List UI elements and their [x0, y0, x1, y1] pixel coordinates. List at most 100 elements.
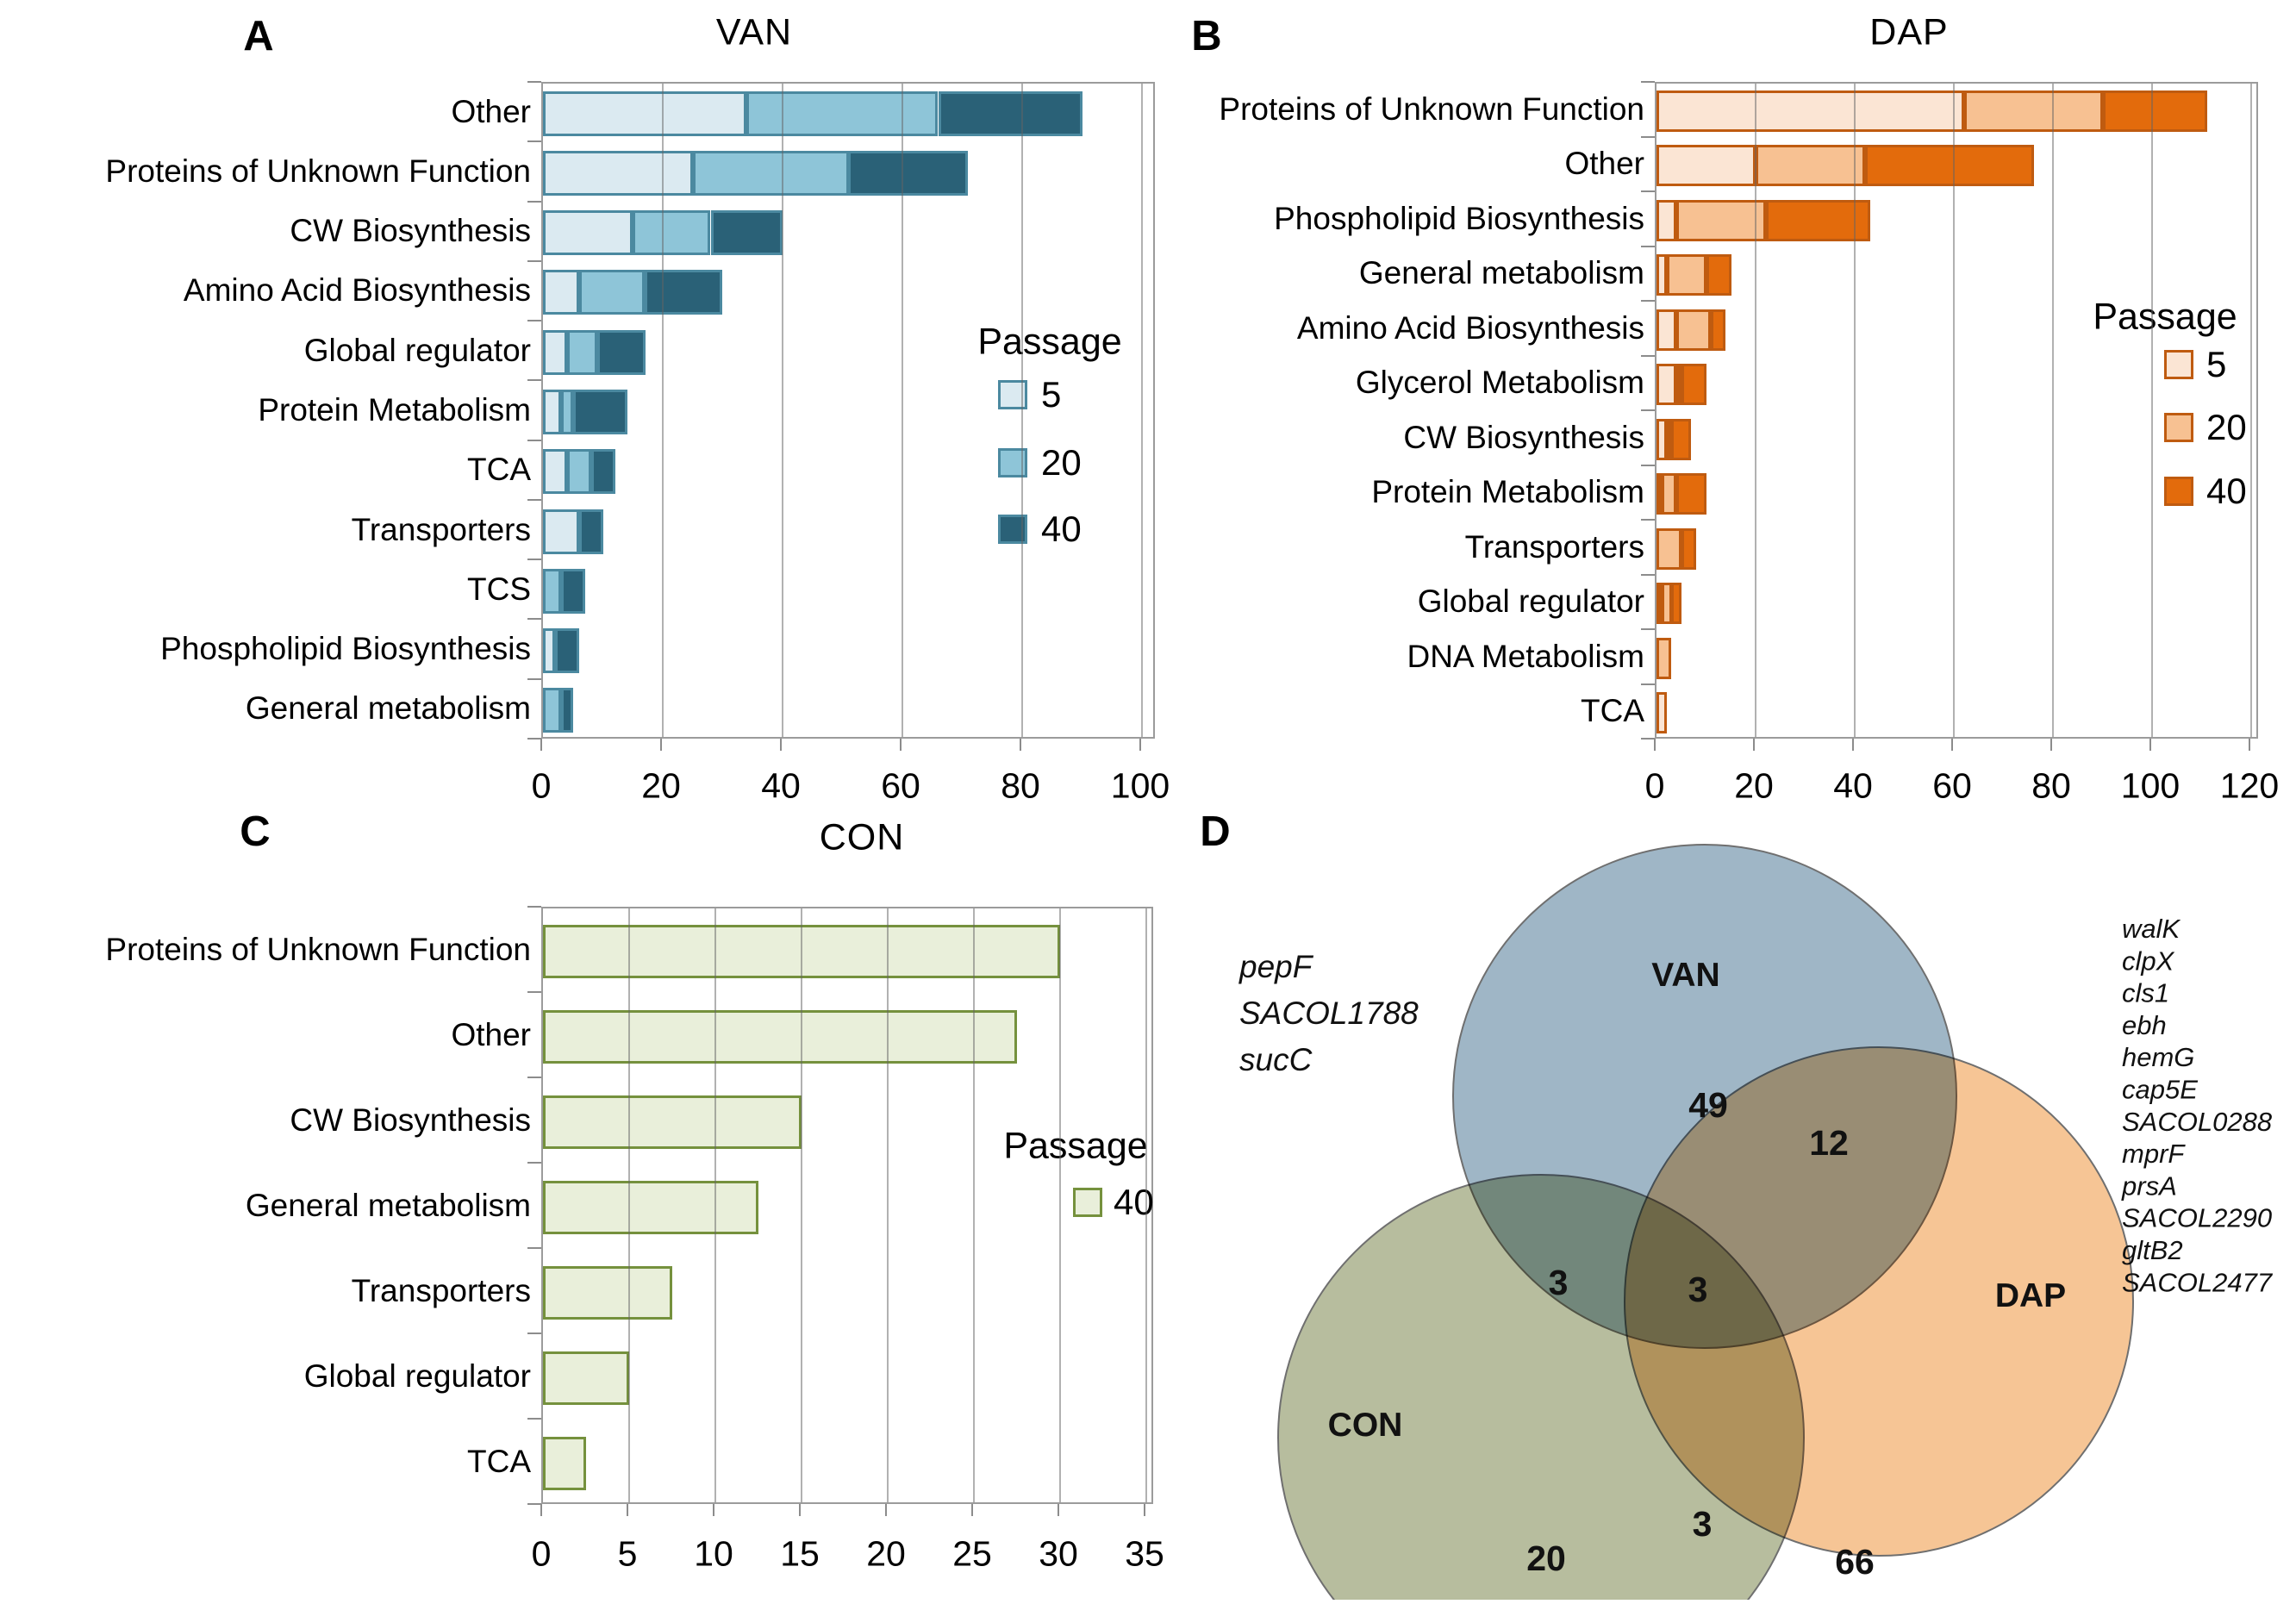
- b-gridline: [2250, 84, 2252, 737]
- dap-chart-title: DAP: [1869, 11, 1949, 53]
- b-y-axis-tick: [1641, 190, 1655, 192]
- venn-count-con-only: 20: [1526, 1538, 1566, 1578]
- van-chart-title: VAN: [715, 11, 793, 53]
- venn-right-gene: ebh: [2122, 1010, 2167, 1040]
- b-x-axis-tick: [2249, 739, 2250, 751]
- c-y-axis-tick: [527, 1503, 541, 1505]
- a-bar-segment-p20: [543, 688, 561, 733]
- c-gridline: [1059, 908, 1061, 1502]
- c-x-tick-label: 35: [1125, 1533, 1164, 1574]
- venn-left-gene: pepF: [1238, 949, 1314, 984]
- b-legend-label-p40: 40: [2206, 471, 2247, 511]
- b-x-axis-tick: [1654, 739, 1656, 751]
- a-y-axis-tick: [527, 201, 541, 203]
- a-x-axis-tick: [540, 739, 542, 751]
- a-category-label: Proteins of Unknown Function: [105, 153, 531, 189]
- b-gridline: [1953, 84, 1955, 737]
- c-bar-segment-p40: [543, 1351, 629, 1405]
- panel-label-c: C: [240, 808, 271, 855]
- b-y-axis-tick: [1641, 465, 1655, 466]
- c-bar-segment-p40: [543, 1437, 586, 1490]
- b-bar-segment-p20: [1667, 419, 1672, 460]
- b-category-label: Amino Acid Biosynthesis: [1296, 310, 1644, 346]
- c-legend-swatch-p40: [1073, 1188, 1102, 1217]
- b-y-axis-tick: [1641, 738, 1655, 740]
- b-category-label: Glycerol Metabolism: [1355, 365, 1644, 400]
- venn-count-con-dap: 3: [1693, 1504, 1713, 1544]
- b-x-tick-label: 100: [2120, 765, 2181, 806]
- b-bar-segment-p40: [1671, 419, 1691, 460]
- venn-left-gene: sucC: [1239, 1042, 1313, 1077]
- a-bar-segment-p40: [597, 330, 646, 375]
- c-gridline: [1145, 908, 1147, 1502]
- a-category-label: Global regulator: [303, 333, 531, 368]
- a-category-label: Other: [451, 94, 531, 129]
- c-x-axis-tick: [971, 1504, 973, 1516]
- c-x-tick-label: 20: [866, 1533, 906, 1574]
- a-x-tick-label: 20: [641, 765, 681, 806]
- a-y-axis-tick: [527, 738, 541, 740]
- c-legend-label-p40: 40: [1114, 1182, 1154, 1222]
- b-category-label: General metabolism: [1358, 255, 1644, 290]
- venn-right-gene: SACOL2290: [2122, 1203, 2272, 1233]
- a-y-axis-tick: [527, 618, 541, 620]
- b-legend-label-p20: 20: [2206, 407, 2247, 447]
- b-bar-segment-p20: [1656, 528, 1681, 570]
- c-y-axis-tick: [527, 1077, 541, 1078]
- b-bar-segment-p20: [1676, 309, 1711, 351]
- b-bar-segment-p5: [1656, 254, 1667, 296]
- c-gridline: [628, 908, 630, 1502]
- a-bar-segment-p20: [693, 151, 849, 196]
- c-y-axis-tick: [527, 1418, 541, 1420]
- a-gridline: [902, 84, 903, 737]
- venn-right-gene: mprF: [2122, 1139, 2186, 1169]
- con-set-label: CON: [1328, 1407, 1403, 1444]
- a-bar-segment-p40: [591, 449, 615, 494]
- a-x-tick-label: 80: [1001, 765, 1040, 806]
- b-bar-segment-p40: [1766, 200, 1870, 241]
- venn-right-gene: gltB2: [2122, 1235, 2183, 1265]
- a-bar-segment-p40: [555, 628, 579, 673]
- c-x-tick-label: 25: [952, 1533, 992, 1574]
- b-legend-swatch-p20: [2164, 413, 2193, 442]
- c-plot-area: [541, 907, 1153, 1504]
- a-bar-segment-p5: [543, 449, 567, 494]
- b-y-axis-tick: [1641, 300, 1655, 302]
- venn-count-van-con: 3: [1549, 1263, 1569, 1302]
- b-y-axis-tick: [1641, 355, 1655, 357]
- b-bar-segment-p40: [2103, 90, 2207, 132]
- venn-right-gene: prsA: [2121, 1170, 2177, 1201]
- a-bar-segment-p20: [567, 330, 597, 375]
- panel-label-a: A: [243, 13, 274, 59]
- a-legend-label-p40: 40: [1041, 509, 1082, 549]
- a-bar-segment-p5: [543, 330, 567, 375]
- a-bar-segment-p20: [567, 449, 591, 494]
- a-legend-title: Passage: [977, 321, 1122, 363]
- a-plot-area: [541, 82, 1155, 739]
- a-gridline: [782, 84, 783, 737]
- c-x-axis-tick: [885, 1504, 887, 1516]
- c-legend-title: Passage: [1003, 1125, 1148, 1167]
- a-category-label: Protein Metabolism: [258, 392, 531, 428]
- a-y-axis-tick: [527, 260, 541, 262]
- c-y-axis-tick: [527, 906, 541, 908]
- b-gridline: [2052, 84, 2054, 737]
- c-x-axis-tick: [1058, 1504, 1059, 1516]
- a-category-label: CW Biosynthesis: [290, 213, 531, 248]
- a-y-axis-tick: [527, 81, 541, 83]
- venn-count-dap-only: 66: [1835, 1542, 1875, 1582]
- c-gridline: [973, 908, 975, 1502]
- a-bar-segment-p5: [543, 210, 633, 255]
- b-bar-segment-p5: [1656, 583, 1662, 624]
- a-bar-segment-p20: [579, 270, 645, 315]
- panel-label-b: B: [1191, 13, 1222, 59]
- b-y-axis-tick: [1641, 683, 1655, 685]
- b-plot-area: [1655, 82, 2258, 739]
- c-x-axis-tick: [713, 1504, 714, 1516]
- venn-right-gene: SACOL0288: [2122, 1107, 2273, 1137]
- b-bar-segment-p20: [1662, 473, 1676, 515]
- c-x-tick-label: 15: [780, 1533, 820, 1574]
- b-category-label: DNA Metabolism: [1407, 639, 1644, 674]
- a-category-label: TCA: [467, 452, 531, 487]
